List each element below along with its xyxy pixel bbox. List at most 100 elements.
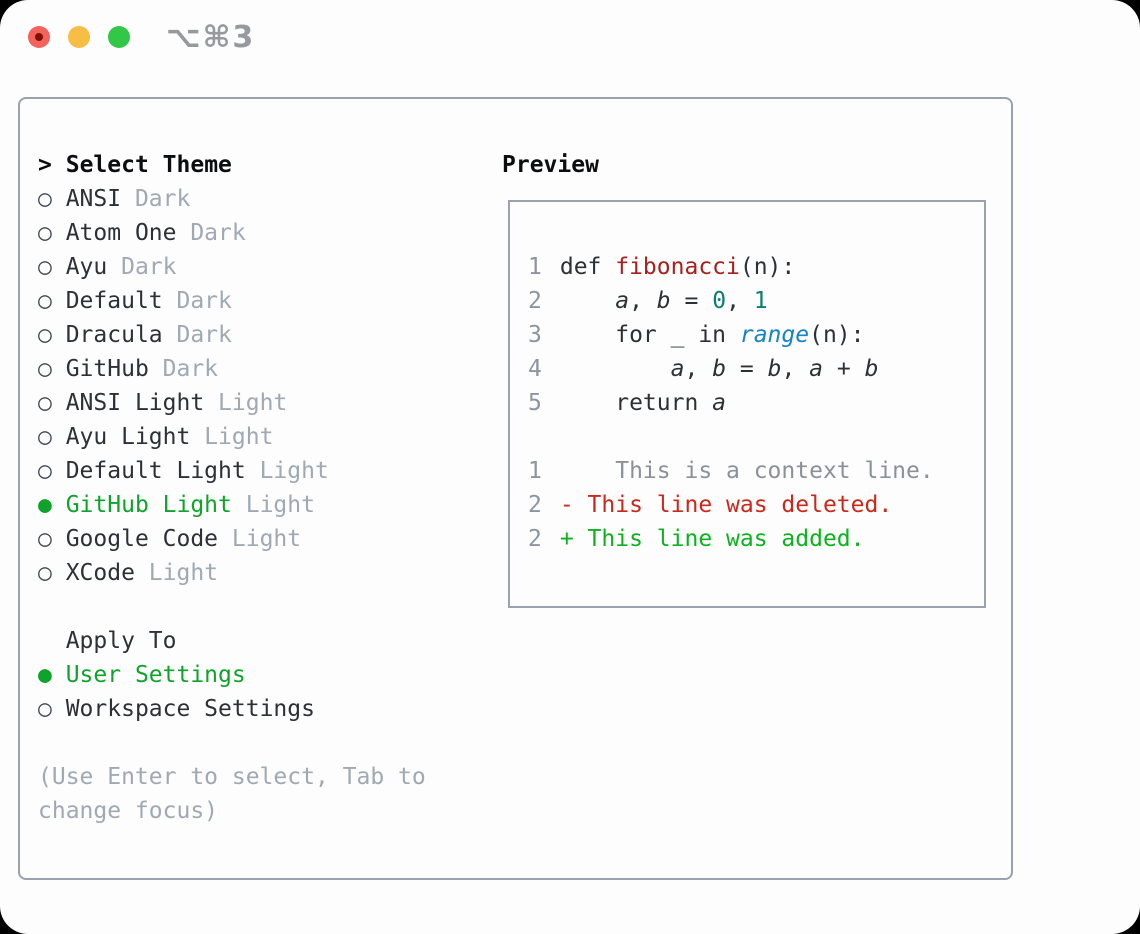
code-segment-plain: ,: [629, 288, 657, 314]
theme-option-ansi-light[interactable]: ○ ANSI Light Light: [38, 386, 498, 420]
theme-variant-badge: Dark: [107, 254, 177, 280]
theme-name: Dracula: [51, 322, 163, 348]
code-segment-var: b: [656, 288, 671, 314]
preview-line-blank: [528, 420, 984, 454]
line-number: 2: [528, 526, 542, 552]
radio-icon: ○: [38, 390, 52, 416]
theme-option-github[interactable]: ○ GitHub Dark: [38, 352, 498, 386]
theme-option-default[interactable]: ○ Default Dark: [38, 284, 498, 318]
theme-variant-badge: Light: [245, 458, 329, 484]
spacer-row: [38, 590, 498, 624]
theme-picker-column: > Select Theme ○ ANSI Dark○ Atom One Dar…: [38, 148, 498, 828]
theme-variant-badge: Dark: [162, 322, 232, 348]
preview-line-diff-context: 1 This is a context line.: [528, 454, 984, 488]
code-segment-var: b: [864, 356, 879, 382]
theme-name: ANSI: [51, 186, 122, 212]
theme-option-dracula[interactable]: ○ Dracula Dark: [38, 318, 498, 352]
theme-name: Default: [51, 288, 163, 314]
theme-name: Google Code: [51, 526, 219, 552]
code-segment-num: 0: [712, 288, 727, 314]
theme-variant-badge: Light: [231, 492, 315, 518]
line-number: 2: [528, 288, 542, 314]
line-number: 1: [528, 254, 542, 280]
apply-to-header-label: Apply To: [65, 628, 177, 654]
apply-option-user-settings[interactable]: ● User Settings: [38, 658, 498, 692]
code-segment-plain: (n):: [739, 254, 796, 280]
code-segment-var: a: [670, 356, 685, 382]
record-dot-icon: [35, 33, 43, 41]
theme-option-ansi[interactable]: ○ ANSI Dark: [38, 182, 498, 216]
code-segment-plain: ,: [781, 356, 810, 382]
code-segment-plain: def: [559, 254, 616, 280]
code-segment-context: This is a context line.: [559, 458, 934, 484]
code-segment-plain: [560, 288, 615, 314]
code-segment-var: a: [712, 390, 727, 416]
titlebar: ⌥⌘3: [0, 0, 1140, 75]
code-segment-deleted: - This line was deleted.: [559, 492, 893, 518]
preview-line-diff-added: 2 + This line was added.: [528, 522, 984, 556]
theme-option-google-code[interactable]: ○ Google Code Light: [38, 522, 498, 556]
apply-to-header: Apply To: [38, 624, 498, 658]
line-number: 3: [528, 322, 542, 348]
theme-variant-badge: Light: [134, 560, 219, 586]
select-theme-header-label: Select Theme: [65, 152, 232, 178]
theme-option-ayu-light[interactable]: ○ Ayu Light Light: [38, 420, 498, 454]
preview-line-code: 4 a, b = b, a + b: [528, 352, 984, 386]
minimize-button[interactable]: [68, 26, 90, 48]
radio-selected-icon: ●: [38, 492, 52, 518]
preview-line-diff-deleted: 2 - This line was deleted.: [528, 488, 984, 522]
apply-to-options: ● User Settings○ Workspace Settings: [38, 658, 498, 726]
theme-name: Default Light: [51, 458, 246, 484]
theme-name: GitHub: [51, 356, 149, 382]
theme-option-xcode[interactable]: ○ XCode Light: [38, 556, 498, 590]
theme-variant-badge: Light: [190, 424, 274, 450]
preview-header: Preview: [502, 152, 599, 178]
theme-name: GitHub Light: [51, 492, 232, 518]
keyboard-hint-line: change focus): [38, 798, 219, 824]
theme-variant-badge: Dark: [176, 220, 246, 246]
code-segment-plain: [560, 356, 671, 382]
theme-variant-badge: Light: [218, 526, 302, 552]
theme-option-atom-one[interactable]: ○ Atom One Dark: [38, 216, 498, 250]
radio-icon: ○: [38, 322, 52, 348]
apply-option-workspace-settings[interactable]: ○ Workspace Settings: [38, 692, 498, 726]
radio-icon: ○: [38, 696, 52, 722]
code-segment-plain: ,: [726, 288, 754, 314]
theme-option-github-light[interactable]: ● GitHub Light Light: [38, 488, 498, 522]
radio-icon: ○: [38, 288, 52, 314]
radio-icon: ○: [38, 458, 52, 484]
line-number: 2: [528, 492, 542, 518]
theme-option-ayu[interactable]: ○ Ayu Dark: [38, 250, 498, 284]
code-segment-plain: =: [670, 288, 713, 314]
select-theme-header: > Select Theme: [38, 148, 498, 182]
traffic-lights: [28, 26, 130, 48]
close-button[interactable]: [28, 26, 50, 48]
radio-selected-icon: ●: [38, 662, 52, 688]
code-segment-plain: (n):: [809, 322, 865, 348]
theme-variant-badge: Light: [204, 390, 288, 416]
code-segment-var: a: [809, 356, 824, 382]
theme-variant-badge: Dark: [162, 288, 232, 314]
theme-variant-badge: Dark: [148, 356, 219, 382]
radio-icon: ○: [38, 424, 52, 450]
code-segment-plain: =: [726, 356, 768, 382]
radio-icon: ○: [38, 220, 52, 246]
line-number: 5: [528, 390, 542, 416]
line-number: 1: [528, 458, 542, 484]
zoom-button[interactable]: [108, 26, 130, 48]
theme-name: Atom One: [51, 220, 177, 246]
radio-icon: ○: [38, 526, 52, 552]
code-segment-added: + This line was added.: [559, 526, 865, 552]
focus-caret-icon: >: [38, 152, 52, 178]
preview-line-code: 1 def fibonacci(n):: [528, 250, 984, 284]
spacer-row: [38, 726, 498, 760]
theme-name: Ayu Light: [51, 424, 191, 450]
preview-line-code: 5 return a: [528, 386, 984, 420]
code-segment-plain: +: [823, 356, 865, 382]
theme-option-default-light[interactable]: ○ Default Light Light: [38, 454, 498, 488]
code-segment-title: fibonacci: [615, 254, 740, 280]
radio-icon: ○: [38, 254, 52, 280]
